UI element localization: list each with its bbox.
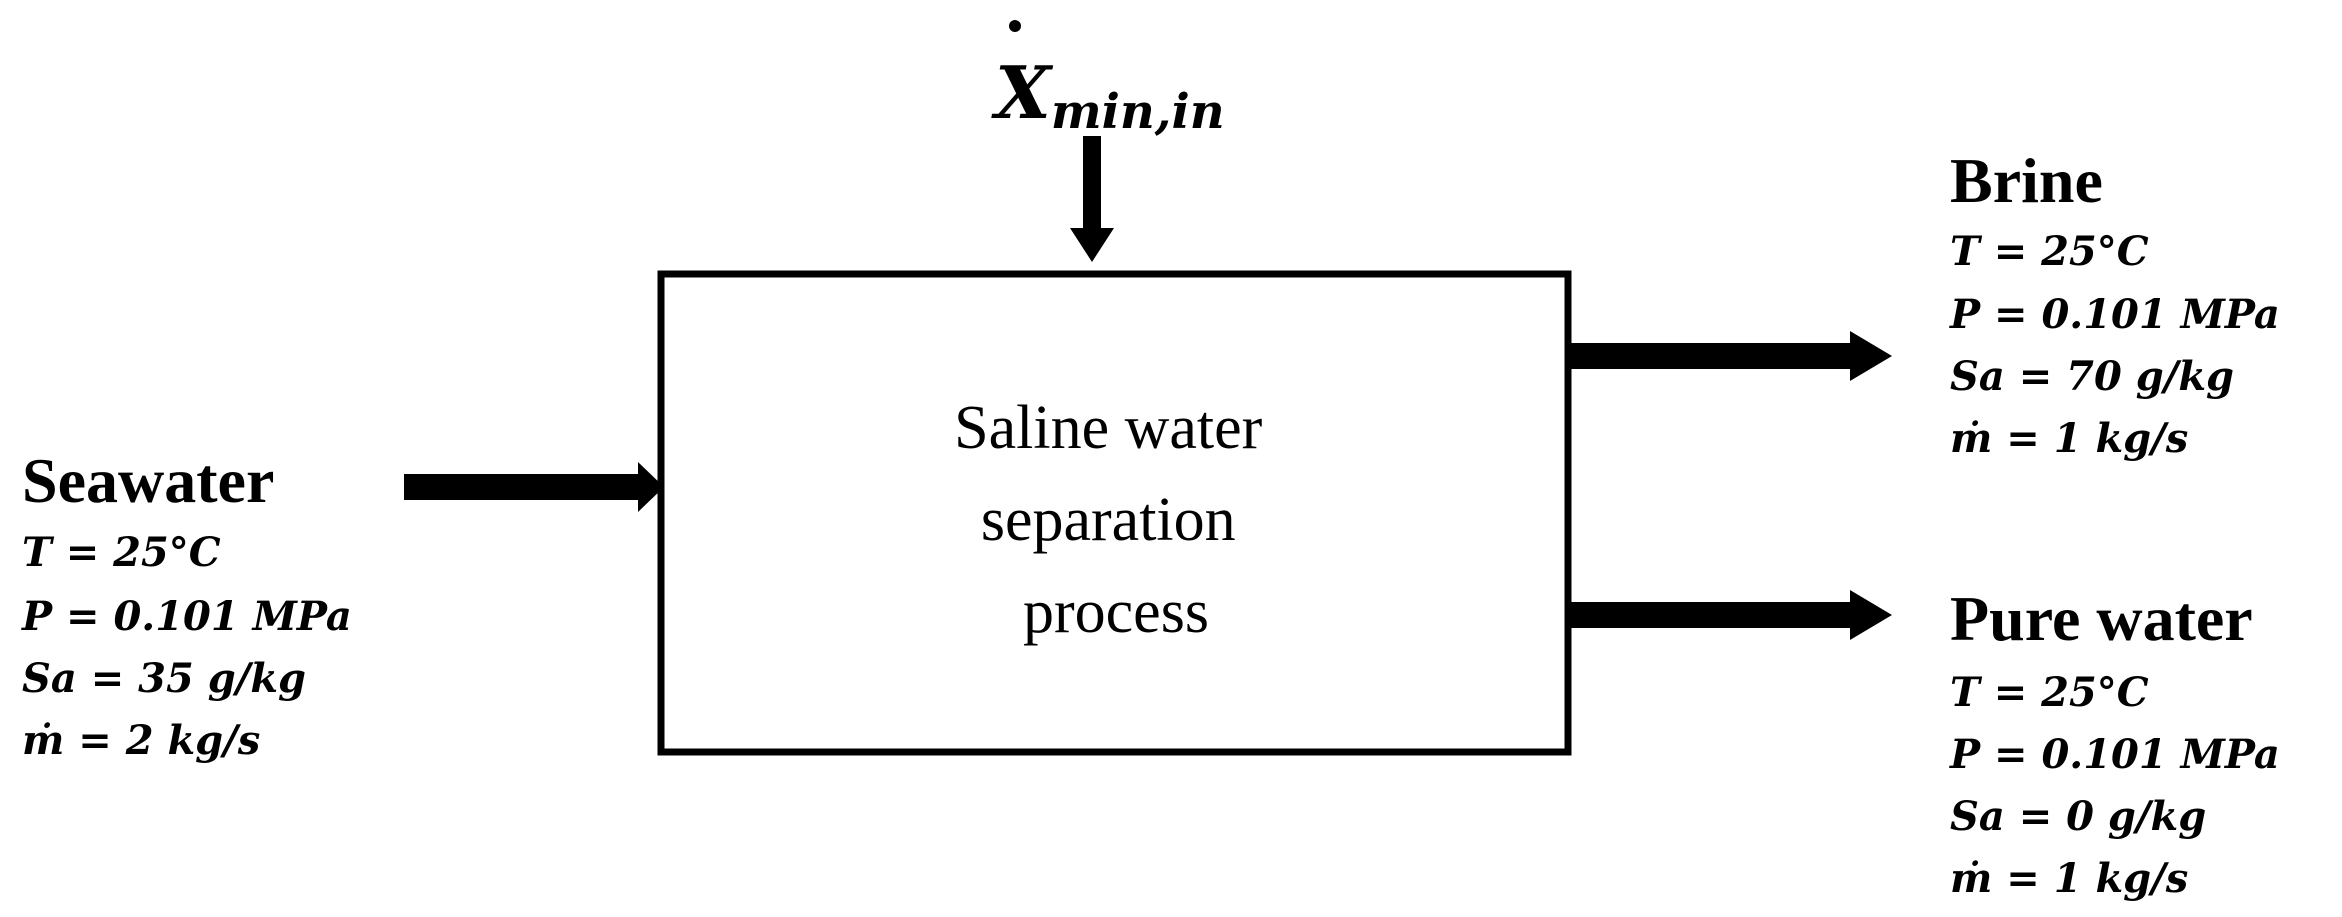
brine-temperature: T = 25°C: [1950, 228, 2149, 275]
x-dot-accent: [1009, 20, 1021, 32]
seawater-inlet-arrow: [404, 462, 664, 512]
brine-salinity: Sa = 70 g/kg: [1950, 353, 2234, 400]
seawater-title: Seawater: [22, 445, 274, 516]
process-line-3: process: [1023, 578, 1209, 646]
seawater-mass-flow: ṁ = 2 kg/s: [22, 717, 260, 764]
work-input-subscript: min,in: [1051, 84, 1225, 140]
process-line-2: separation: [981, 486, 1236, 554]
work-input-label: Xmin,in: [991, 20, 1225, 140]
pure-water-title: Pure water: [1950, 583, 2253, 654]
pure-water-mass-flow: ṁ = 1 kg/s: [1950, 855, 2188, 902]
seawater-stream: Seawater T = 25°C P = 0.101 MPa Sa = 35 …: [21, 445, 366, 764]
seawater-temperature: T = 25°C: [22, 529, 221, 576]
pure-water-temperature: T = 25°C: [1950, 669, 2149, 716]
brine-pressure: P = 0.101 MPa: [1949, 291, 2280, 338]
work-input-symbol: X: [991, 50, 1054, 135]
brine-title: Brine: [1950, 145, 2103, 216]
svg-text:T = 25°C P = 0.101 MPa: T = 25°C P = 0.101 MPa Sa = 35 g/kg ṁ = …: [21, 529, 366, 764]
brine-mass-flow: ṁ = 1 kg/s: [1950, 415, 2188, 462]
process-box: [657, 270, 1572, 756]
brine-outlet-arrow: [1568, 331, 1892, 381]
svg-text:T = 25°C P = 0.101 MPa: T = 25°C P = 0.101 MPa Sa = 0 g/kg ṁ = 1…: [1949, 669, 2294, 902]
pure-water-outlet-arrow: [1568, 590, 1892, 640]
pure-water-salinity: Sa = 0 g/kg: [1950, 793, 2206, 840]
work-input-arrow: [1070, 136, 1114, 262]
svg-text:T = 25°C P = 0.101 MPa: T = 25°C P = 0.101 MPa Sa = 70 g/kg ṁ = …: [1949, 228, 2294, 462]
brine-stream: Brine T = 25°C P = 0.101 MPa Sa = 70 g/k…: [1949, 145, 2294, 462]
process-box-label: Saline water separation process: [954, 394, 1278, 646]
process-line-1: Saline water: [954, 394, 1263, 462]
seawater-salinity: Sa = 35 g/kg: [22, 655, 306, 702]
seawater-pressure: P = 0.101 MPa: [21, 593, 352, 640]
svg-text:Xmin,in: Xmin,in: [991, 50, 1225, 140]
pure-water-pressure: P = 0.101 MPa: [1949, 731, 2280, 778]
pure-water-stream: Pure water T = 25°C P = 0.101 MPa Sa = 0…: [1949, 583, 2294, 902]
